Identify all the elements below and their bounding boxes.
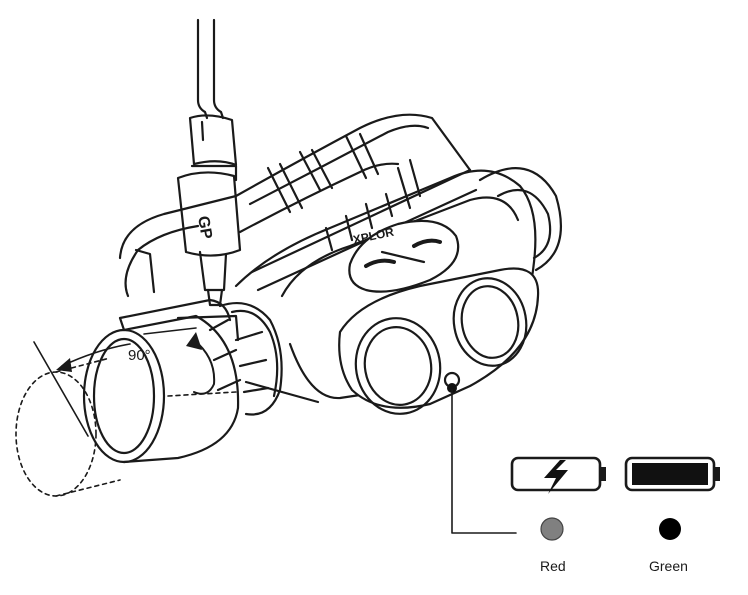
battery-full-icon: [624, 456, 720, 492]
lens-right: [452, 277, 528, 367]
arrowhead-up: [186, 332, 202, 350]
lamp-body: [234, 167, 563, 404]
leader-line: [451, 389, 517, 534]
angle-tick: [143, 327, 197, 335]
rotation-angle-label: 90°: [128, 347, 151, 364]
axis-line: [33, 341, 89, 437]
diffuser-cap: [82, 314, 240, 464]
usb-plug: [176, 164, 242, 307]
status-dot-red: [540, 517, 564, 541]
brand-logo: GP: [194, 215, 215, 241]
status-dot-green: [659, 518, 681, 540]
rotation-arrow-icon: [193, 339, 216, 395]
arrowhead-left: [56, 358, 72, 372]
indicator-label-green: Green: [649, 558, 688, 574]
usb-cable: [188, 18, 238, 167]
control-panel: [348, 219, 460, 293]
led-dot: [447, 383, 457, 393]
lens-left: [354, 317, 442, 415]
indicator-label-red: Red: [540, 558, 566, 574]
battery-charging-icon: [510, 456, 606, 494]
